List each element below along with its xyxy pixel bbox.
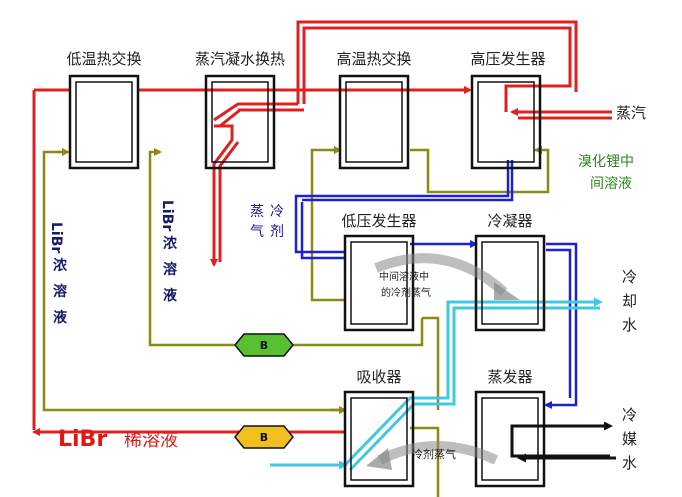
cond-to-evap-line	[544, 242, 578, 409]
pump-bottom: B	[234, 425, 294, 449]
cooling-water-path	[343, 297, 603, 467]
cooling-water-label-2: 却	[622, 292, 637, 310]
libr-conc-left-label-4: 液	[53, 309, 68, 326]
component-boxes	[68, 74, 546, 488]
libr-conc-left-label-2: 浓	[53, 257, 68, 274]
absorber-box	[343, 390, 415, 488]
chilled-water-label-3: 水	[622, 454, 637, 472]
evap-to-abs-vapor-arrow	[377, 441, 499, 465]
libr-conc-left-label-3: 溶	[53, 283, 67, 300]
steam-condensate-hx-box	[204, 74, 276, 170]
low-temp-hx-label: 低温热交换	[66, 50, 141, 68]
pump-top: B	[234, 333, 294, 357]
libr-mid-solution-label-2: 间溶液	[590, 176, 632, 192]
steam-zig-down	[210, 124, 234, 267]
refrig-vapor-label-2: 冷	[270, 204, 284, 220]
libr-conc-mid-label-3: 溶	[163, 261, 177, 278]
lp-to-cond-vapor-arrow	[374, 253, 508, 296]
libr-conc-mid-label-4: 液	[163, 287, 178, 304]
libr-dilute-suffix-label: 稀溶液	[124, 430, 178, 451]
refrig-vapor-label-1: 蒸	[250, 204, 264, 220]
pump-bottom-label: B	[260, 431, 268, 444]
steam-loop-inner	[302, 26, 572, 112]
hp-refrig-vapor-line-2	[300, 202, 345, 260]
evaporator-label: 蒸发器	[487, 368, 532, 386]
libr-conc-mid-label-1: LiBr	[159, 200, 175, 231]
cooling-water-path-2	[348, 306, 600, 472]
steam-zig-top	[213, 102, 298, 122]
libr-conc-mid-label-2: 浓	[163, 235, 178, 252]
condenser-label: 冷凝器	[487, 212, 532, 230]
mid-solution-vapor-label-2: 的冷剂蒸气	[381, 286, 431, 299]
libr-dilute-prefix-label: LiBr	[58, 427, 107, 452]
libr-solution-arrows	[58, 146, 542, 414]
low-temp-hx-box	[68, 74, 140, 170]
vapor-flow-arrows	[374, 253, 508, 465]
hp-gen-loop-line	[410, 148, 550, 194]
evap-to-abs-arrowhead	[366, 448, 392, 470]
lp-generator-box	[343, 234, 415, 332]
lp-to-cond-arrowhead	[494, 282, 520, 300]
hp-generator-box	[470, 74, 542, 170]
refrig-vapor-label-3: 气	[250, 224, 264, 240]
steam-zig-link	[219, 108, 241, 128]
cooling-water-lines	[270, 297, 603, 472]
high-temp-hx-box	[338, 74, 410, 170]
steam-loop-top	[296, 20, 578, 104]
steam-condensate-hx-label: 蒸汽凝水换热	[195, 50, 285, 68]
steam-zig-down2	[218, 141, 240, 262]
chilled-water-loop	[510, 424, 610, 458]
hp-generator-label: 高压发生器	[470, 50, 545, 68]
evaporator-box	[474, 390, 546, 488]
libr-mid-solution-label-1: 溴化锂中	[578, 154, 634, 170]
cooling-water-label-1: 冷	[622, 268, 637, 286]
libr-conc-left-label-1: LiBr	[48, 222, 64, 253]
absorber-out-line	[410, 426, 440, 497]
steam-label: 蒸汽	[616, 104, 646, 122]
lp-generator-label: 低压发生器	[341, 212, 416, 230]
refrigerant-steam-label: 冷剂蒸气	[412, 447, 456, 461]
chilled-water-label-2: 媒	[622, 430, 637, 448]
cond-to-evap-line-2	[546, 248, 572, 398]
high-temp-hx-label: 高温热交换	[336, 50, 411, 68]
condenser-box	[474, 234, 546, 332]
refrig-vapor-label-4: 剂	[270, 224, 284, 240]
lp-gen-to-ht-hx-line	[310, 148, 345, 302]
hp-refrig-vapor-link	[302, 160, 514, 202]
libr-conc-left-line	[42, 150, 345, 412]
hp-refrig-vapor-line	[294, 160, 510, 254]
refrigerant-lines	[294, 160, 578, 409]
pump-top-label: B	[260, 339, 268, 352]
mid-solution-vapor-label-1: 中间溶液中	[379, 270, 429, 283]
pump-top-outlet-line	[292, 318, 424, 347]
lp-return-line	[422, 316, 440, 410]
cooling-water-label-3: 水	[622, 316, 637, 334]
absorber-label: 吸收器	[356, 368, 401, 386]
chilled-water-lines	[510, 421, 616, 463]
chilled-water-label-1: 冷	[622, 406, 637, 424]
